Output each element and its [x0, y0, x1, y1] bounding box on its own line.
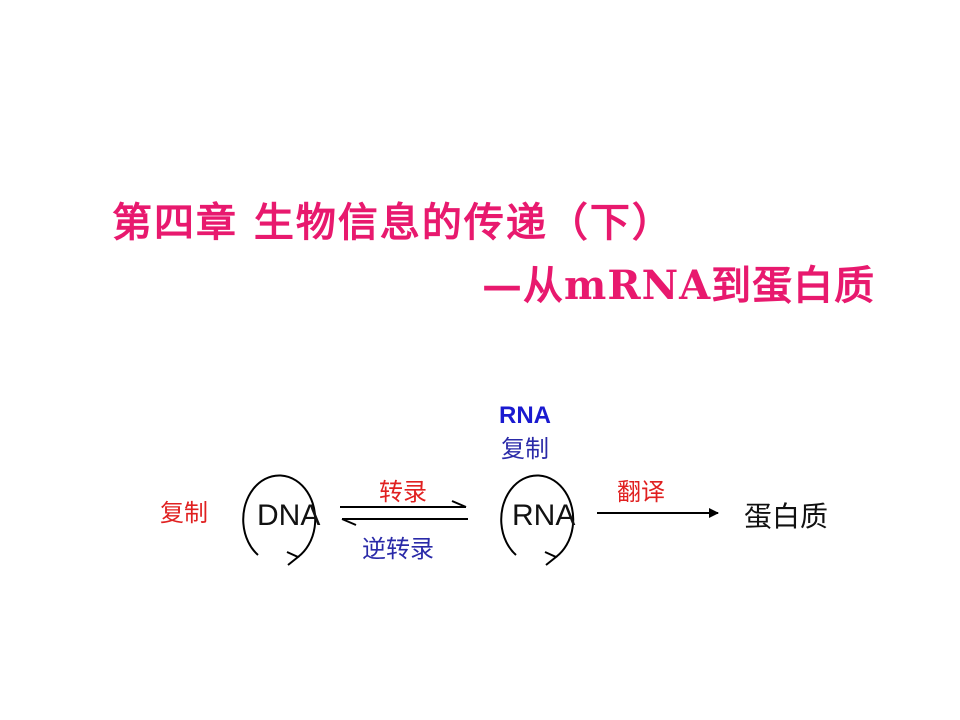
rna-replication-label: 复制: [501, 435, 549, 463]
slide-title-line1: 第四章 生物信息的传递（下）: [112, 199, 674, 246]
dna-replication-label: 复制: [160, 499, 208, 527]
slide-title-line2: —从mRNA到蛋白质: [482, 262, 876, 309]
rna-replication-arrowhead-icon: [544, 551, 558, 566]
translation-label: 翻译: [617, 478, 665, 506]
rna-replication-title: RNA: [499, 402, 551, 429]
reverse-transcription-arrowhead-icon: [341, 518, 357, 526]
dna-node: DNA: [257, 499, 320, 532]
rna-replication-loop: [500, 474, 575, 558]
reverse-transcription-label: 逆转录: [362, 535, 434, 563]
transcription-arrowhead-icon: [451, 500, 467, 508]
transcription-label: 转录: [379, 478, 427, 506]
dna-replication-loop: [242, 474, 317, 558]
protein-node: 蛋白质: [744, 500, 828, 533]
rna-node: RNA: [512, 499, 575, 532]
dna-replication-arrowhead-icon: [286, 551, 300, 566]
